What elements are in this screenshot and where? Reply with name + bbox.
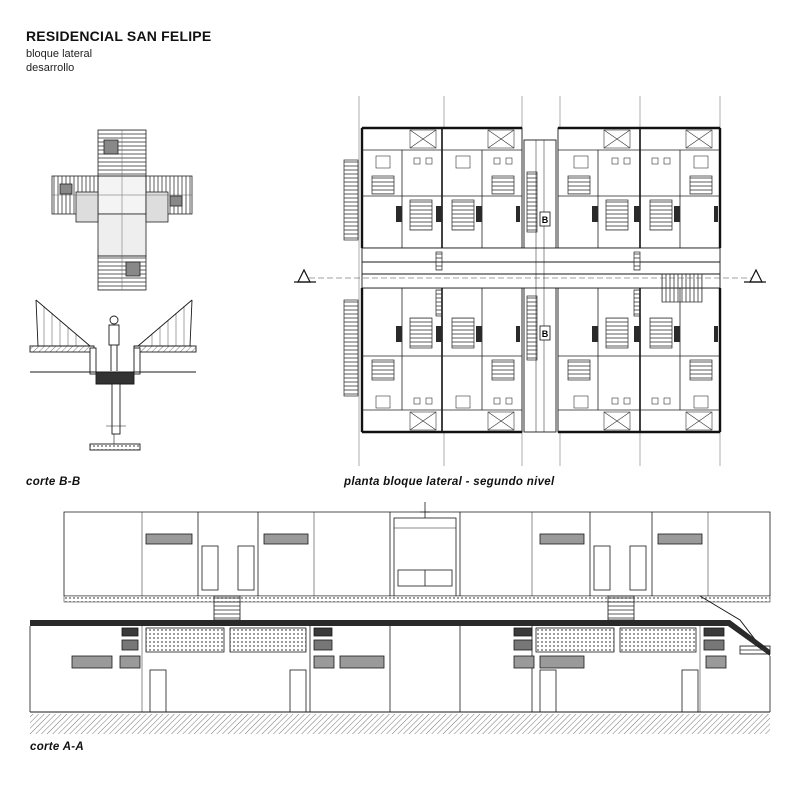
drawing-subtitle-phase: desarrollo [26, 62, 75, 74]
svg-text:B: B [542, 329, 549, 339]
section-b-marker-bottom: B [539, 325, 551, 341]
caption-section-aa: corte A-A [30, 741, 85, 753]
section-a-marker-left [294, 268, 316, 283]
drawing-title: RESIDENCIAL SAN FELIPE [26, 28, 212, 44]
section-a-marker-right [744, 268, 766, 283]
key-plan [51, 129, 193, 291]
floor-plan-second-level: B B [294, 96, 766, 466]
section-bb-drawing [29, 299, 197, 451]
section-b-marker-top: B [539, 211, 551, 227]
caption-section-bb: corte B-B [26, 476, 81, 488]
section-aa-drawing [29, 502, 771, 734]
drawing-subtitle-block: bloque lateral [26, 48, 93, 60]
svg-text:B: B [542, 215, 549, 225]
caption-plan-second-level: planta bloque lateral - segundo nivel [344, 476, 555, 488]
